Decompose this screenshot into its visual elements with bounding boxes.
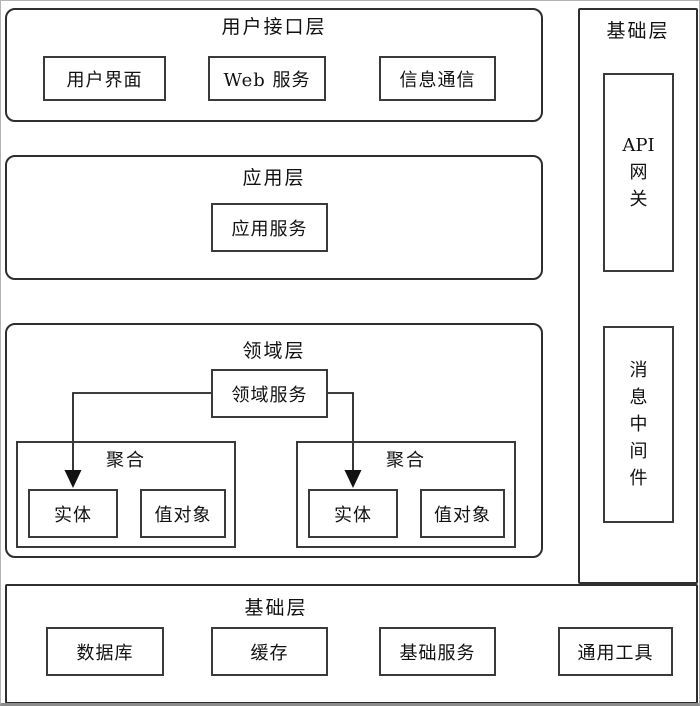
infrastructure-bottom-title: 基础层: [244, 597, 308, 619]
aggregate-right-title: 聚合: [386, 450, 426, 471]
database-box: 数据库: [46, 627, 164, 676]
domain-layer-title: 领域层: [242, 340, 306, 362]
aggregate-left-container: 聚合 实体 值对象: [16, 441, 236, 548]
value-object-right-box: 值对象: [420, 489, 505, 538]
entity-left-box: 实体: [28, 489, 118, 538]
infrastructure-bottom-container: 基础层 数据库 缓存 基础服务 通用工具: [5, 584, 698, 703]
message-middleware-box: 消 息 中 间 件: [603, 326, 674, 523]
value-object-left-box: 值对象: [140, 489, 226, 538]
cache-box: 缓存: [211, 627, 328, 676]
common-tools-box: 通用工具: [558, 627, 673, 676]
domain-service-box: 领域服务: [211, 369, 328, 418]
user-interface-box: 用户界面: [43, 56, 166, 101]
entity-right-box: 实体: [308, 489, 398, 538]
messaging-box: 信息通信: [379, 56, 496, 101]
infrastructure-side-title: 基础层: [606, 20, 670, 42]
web-service-box: Web 服务: [208, 56, 326, 101]
infrastructure-side-container: 基础层 API 网 关 消 息 中 间 件: [578, 8, 698, 584]
domain-layer-container: 领域层 领域服务 聚合 实体 值对象 聚合 实体 值对象: [5, 323, 543, 558]
application-layer-title: 应用层: [242, 167, 306, 189]
ui-layer-title: 用户接口层: [221, 16, 327, 38]
api-gateway-box: API 网 关: [603, 73, 674, 272]
application-service-box: 应用服务: [211, 203, 328, 252]
ui-layer-container: 用户接口层 用户界面 Web 服务 信息通信: [5, 8, 543, 122]
basic-service-box: 基础服务: [379, 627, 496, 676]
aggregate-right-container: 聚合 实体 值对象: [296, 441, 516, 548]
aggregate-left-title: 聚合: [106, 450, 146, 471]
application-layer-container: 应用层 应用服务: [5, 155, 543, 280]
